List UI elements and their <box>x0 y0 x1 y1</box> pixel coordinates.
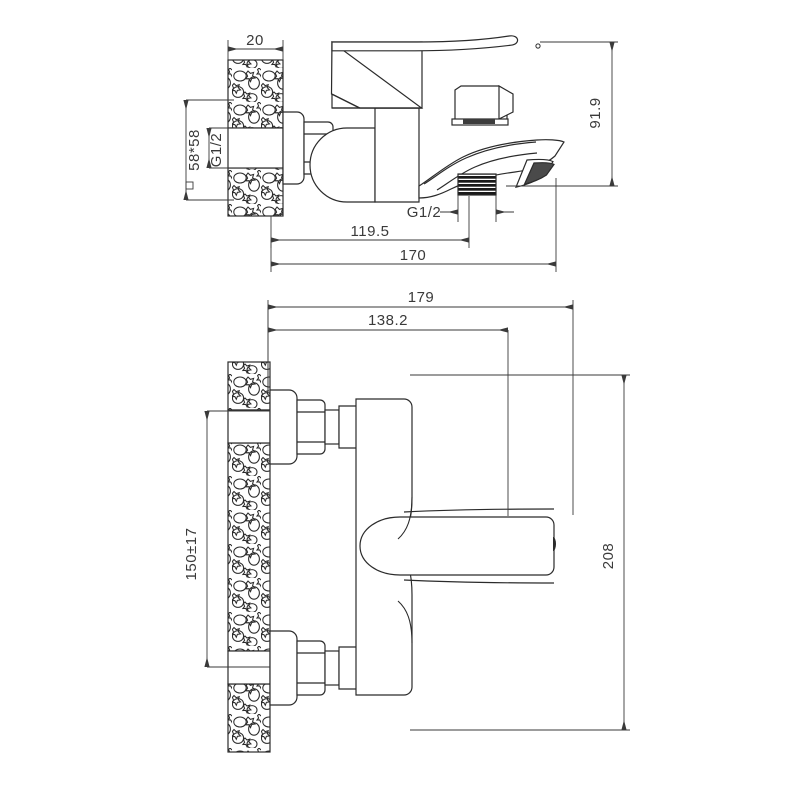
dim-label-20: 20 <box>246 32 264 49</box>
lever-handle-side <box>331 35 519 52</box>
front-view-group: 179 138.2 150±17 208 <box>183 289 630 753</box>
dim-label-170: 170 <box>400 247 427 264</box>
dim-label-150-pm-17: 150±17 <box>183 528 200 581</box>
handle-screw-dot <box>535 43 541 49</box>
dim-label-138-2: 138.2 <box>368 312 408 329</box>
dim-label-58x58: 58*58 <box>186 129 203 171</box>
wall-flange-side <box>282 111 305 185</box>
inlet-hex-nuts-front <box>296 399 340 696</box>
shower-outlet-housing-side <box>330 40 424 109</box>
spout-front <box>359 508 556 584</box>
dim-label-179: 179 <box>408 289 435 306</box>
dimensions-side-view <box>183 40 618 272</box>
dimensions-front-view <box>204 300 630 731</box>
mixer-body-side <box>309 107 420 203</box>
diverter-knob-side <box>451 84 514 126</box>
square-symbol-58 <box>185 181 194 190</box>
dim-label-119-5: 119.5 <box>351 223 390 240</box>
side-view-group: 20 58*58 G1/2 91.9 G1/2 119.5 170 <box>183 32 618 272</box>
dim-label-g12-outlet: G1/2 <box>407 204 442 221</box>
wall-section-front <box>227 361 271 753</box>
wall-flanges-front <box>269 389 298 706</box>
dim-label-g12-inlet: G1/2 <box>208 133 225 168</box>
outlet-thread-side <box>457 173 497 196</box>
dim-label-208: 208 <box>600 543 617 570</box>
body-outline-helpers-front <box>397 496 413 644</box>
dim-label-91-9: 91.9 <box>587 97 604 128</box>
wall-section-side <box>227 59 284 217</box>
